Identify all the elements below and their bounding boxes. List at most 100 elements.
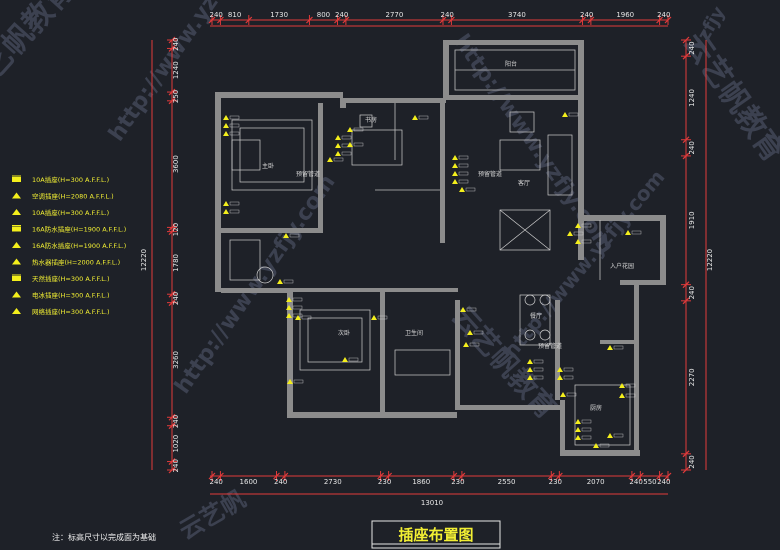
socket-triangle (286, 305, 292, 310)
socket-symbol (283, 233, 300, 238)
legend-item: 空调插座(H=2080 A.F.F.L.) (12, 192, 114, 201)
legend-item: 电冰插座(H=300 A.F.F.L.) (12, 291, 110, 300)
socket-triangle (342, 357, 348, 362)
socket-symbol (607, 433, 624, 438)
dim-bottom-value: 240 (274, 478, 287, 486)
socket-symbol (575, 427, 592, 432)
socket-triangle (287, 379, 293, 384)
socket-tag-box (293, 379, 304, 384)
socket-tag-box (341, 151, 352, 156)
socket-symbol (277, 279, 294, 284)
dim-bottom-value: 1600 (240, 478, 258, 486)
dim-left-value: 120 (172, 223, 180, 236)
socket-triangle (371, 315, 377, 320)
socket-tag-box (581, 223, 592, 228)
legend-label: 16A防水插座(H=1900 A.F.F.L.) (32, 225, 126, 234)
room-label-second-bedroom: 次卧 (338, 329, 350, 337)
dim-bottom-value: 550 (643, 478, 656, 486)
dim-top-value: 1730 (270, 11, 288, 19)
socket-triangle (527, 367, 533, 372)
socket-symbol (347, 127, 364, 132)
socket-tag-box (533, 375, 544, 380)
socket-triangle (223, 209, 229, 214)
socket-triangle (460, 307, 466, 312)
legend-label: 10A插座(H=300 A.F.F.L.) (32, 175, 109, 184)
socket-symbol (562, 112, 579, 117)
legend-label: 电冰插座(H=300 A.F.F.L.) (32, 291, 110, 300)
legend-label: 空调插座(H=2080 A.F.F.L.) (32, 192, 114, 201)
dim-left-value: 240 (172, 415, 180, 428)
socket-symbol (557, 367, 574, 372)
dim-left-value: 1020 (172, 435, 180, 453)
socket-tag-box (289, 233, 300, 238)
socket-symbol (619, 383, 636, 388)
watermark-url-3: http://www.yzfjy.com (170, 170, 340, 398)
socket-tag-box (566, 392, 577, 397)
socket-tag-box (292, 305, 303, 310)
drawing-note: 注：标高尺寸以完成面为基础 (52, 532, 156, 542)
socket-triangle (607, 433, 613, 438)
dimension-total-bottom: 13010 (421, 499, 443, 507)
dim-bottom-value: 1860 (412, 478, 430, 486)
dim-right-value: 240 (688, 286, 696, 299)
dim-top-value: 240 (657, 11, 670, 19)
room-label-master-bedroom: 主卧 (262, 162, 274, 170)
dim-bottom-value: 240 (629, 478, 642, 486)
socket-symbol (527, 375, 544, 380)
socket-tag-box (229, 123, 240, 128)
room-label-bathroom: 卫生间 (405, 329, 423, 337)
socket-symbol (459, 187, 476, 192)
socket-tag-box (533, 359, 544, 364)
dim-bottom-value: 240 (657, 478, 670, 486)
socket-triangle (452, 179, 458, 184)
socket-symbol (567, 231, 584, 236)
socket-triangle (619, 393, 625, 398)
room-label-study: 书房 (365, 116, 377, 124)
socket-tag-box (283, 279, 294, 284)
dim-right-value: 240 (688, 455, 696, 468)
socket-triangle (463, 342, 469, 347)
socket-symbol (335, 135, 352, 140)
socket-triangle (557, 367, 563, 372)
dim-left-value: 250 (172, 90, 180, 103)
socket-triangle (335, 143, 341, 148)
dim-left-value: 240 (172, 38, 180, 51)
dim-bottom-value: 2070 (587, 478, 605, 486)
fixtures (229, 49, 631, 446)
socket-symbol (575, 419, 592, 424)
socket-symbol (286, 297, 303, 302)
socket-triangle (452, 171, 458, 176)
socket-triangle (575, 419, 581, 424)
socket-symbol (371, 315, 388, 320)
socket-symbol (460, 307, 477, 312)
socket-icon (12, 291, 21, 298)
socket-symbols (223, 112, 642, 448)
socket-tag-box (458, 171, 469, 176)
legend-item: 10A插座(H=300 A.F.F.L.) (12, 208, 109, 217)
socket-symbol (335, 151, 352, 156)
socket-tag-box (625, 393, 636, 398)
dim-right-value: 1240 (688, 89, 696, 107)
socket-triangle (607, 345, 613, 350)
dim-bottom-value: 2550 (498, 478, 516, 486)
socket-symbol (327, 157, 344, 162)
dim-right-value: 1910 (688, 211, 696, 229)
socket-tag-box (473, 330, 484, 335)
socket-triangle (286, 313, 292, 318)
drawing-title: 插座布置图 (398, 526, 473, 544)
socket-triangle (625, 230, 631, 235)
dim-right-value: 240 (688, 41, 696, 54)
dim-left-value: 3260 (172, 351, 180, 369)
dim-top-value: 240 (210, 11, 223, 19)
legend-item: 16A防水插座(H=1900 A.F.F.L.) (12, 225, 126, 234)
socket-triangle (575, 435, 581, 440)
dim-top-value: 1960 (616, 11, 634, 19)
watermark-url-2: http://www.yzfjy.com (449, 30, 619, 258)
socket-triangle (619, 383, 625, 388)
dim-left-value: 240 (172, 459, 180, 472)
socket-symbol (412, 115, 429, 120)
socket-symbol (287, 379, 304, 384)
